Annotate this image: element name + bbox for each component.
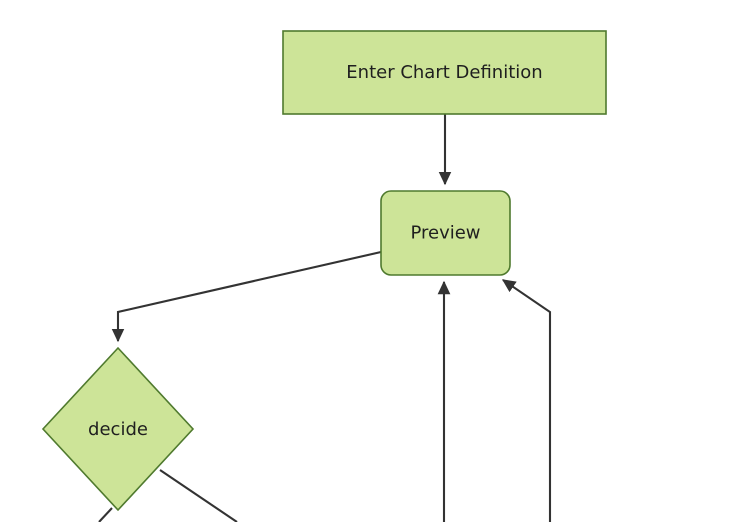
edge-into-preview-diagonal xyxy=(501,279,552,522)
edge-decide-out-right xyxy=(159,469,238,522)
node-decide[interactable]: decide xyxy=(41,346,195,512)
node-decide-shape[interactable] xyxy=(41,346,195,512)
edge-preview-to-decide xyxy=(111,250,382,343)
node-layer: Enter Chart Definition Preview decide xyxy=(41,30,607,512)
node-preview[interactable]: Preview xyxy=(380,190,511,276)
node-decide-label: decide xyxy=(88,419,148,440)
edge-layer xyxy=(98,114,552,522)
edge-decide-out-left xyxy=(98,507,113,522)
node-preview-shape[interactable] xyxy=(380,190,511,276)
node-preview-label: Preview xyxy=(410,223,480,244)
node-enter-chart-definition-shape[interactable] xyxy=(282,30,607,115)
node-enter-chart-definition-label: Enter Chart Definition xyxy=(346,62,542,83)
node-enter-chart-definition[interactable]: Enter Chart Definition xyxy=(282,30,607,115)
